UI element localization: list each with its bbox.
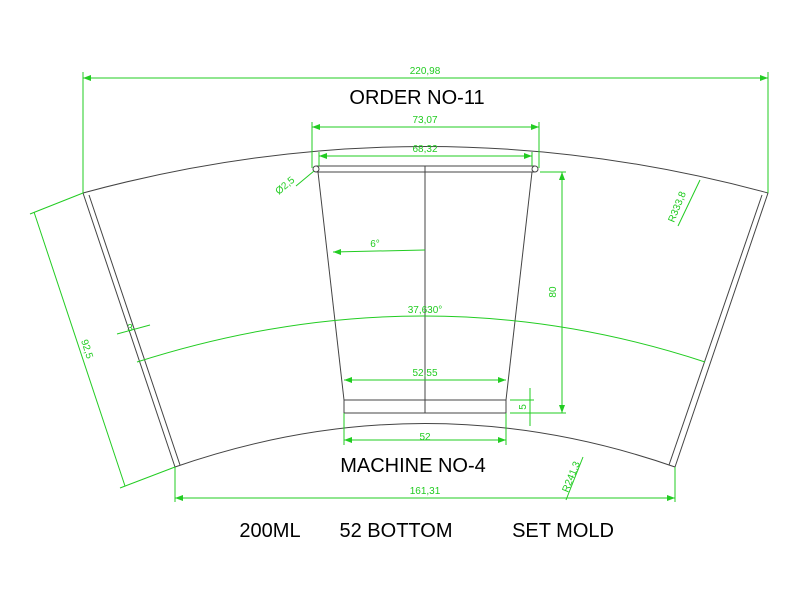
cup-profile bbox=[312, 165, 539, 414]
machine-label: MACHINE NO-4 bbox=[340, 455, 486, 477]
dim-bottom-upper: 52,55 bbox=[412, 368, 437, 379]
dim-taper-angle: 6° bbox=[370, 239, 380, 250]
left-edge bbox=[82, 192, 176, 468]
dim-inner-radius: R241,3 bbox=[561, 460, 583, 494]
dimension-lines bbox=[29, 72, 769, 502]
dim-bottom-width: 52 bbox=[419, 432, 431, 443]
cup-left-wall bbox=[317, 171, 345, 401]
inner-arc bbox=[174, 423, 676, 468]
rim-left-curl bbox=[312, 165, 320, 173]
dim-outer-radius: R333,8 bbox=[667, 190, 689, 224]
order-label: ORDER NO-11 bbox=[349, 87, 484, 109]
dim-arc-angle: 37,630° bbox=[408, 305, 443, 316]
dim-top-outer: 73,07 bbox=[412, 115, 437, 126]
dim-bottom-chord: 161,31 bbox=[410, 486, 441, 497]
right-seam-line bbox=[668, 194, 763, 466]
dim-bottom-offset: 5 bbox=[518, 404, 529, 410]
dim-overall-width: 220,98 bbox=[410, 66, 441, 77]
rim-right-curl bbox=[531, 165, 539, 173]
dim-side-length: 92,5 bbox=[78, 338, 95, 360]
outer-arc bbox=[82, 146, 769, 194]
mold-label: SET MOLD bbox=[512, 520, 614, 542]
dimension-arrows bbox=[83, 75, 768, 501]
dim-top-inner: 68,32 bbox=[412, 144, 437, 155]
fan-outline bbox=[82, 146, 769, 468]
left-seam-line bbox=[88, 194, 181, 466]
bottom-label: 52 BOTTOM bbox=[340, 520, 453, 542]
dim-rim-diameter: Ø2,5 bbox=[274, 175, 298, 198]
dim-seam-width: 3 bbox=[127, 323, 133, 334]
volume-label: 200ML bbox=[239, 520, 300, 542]
cup-right-wall bbox=[505, 171, 533, 401]
right-edge bbox=[674, 192, 769, 468]
dim-height: 80 bbox=[548, 286, 559, 298]
